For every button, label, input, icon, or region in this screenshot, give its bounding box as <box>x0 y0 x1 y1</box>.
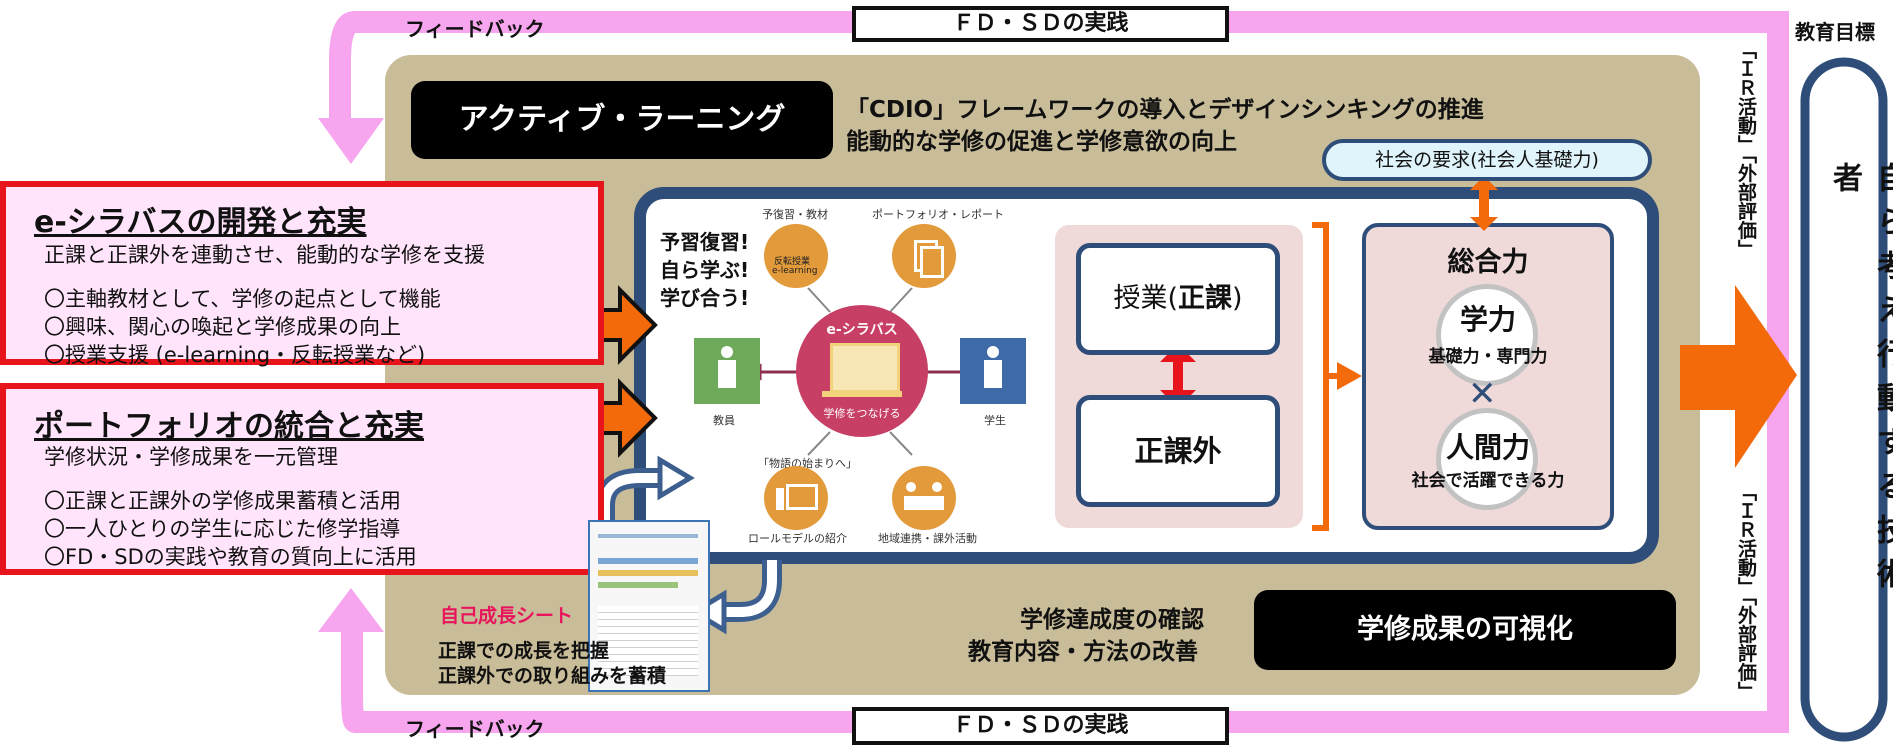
elearning-label: e-learning <box>772 266 818 276</box>
confirm-line1: 学修達成度の確認 <box>1020 607 1204 633</box>
slogan-line: 自ら学ぶ! <box>660 258 750 282</box>
syllabus-box: e-シラバスの開発と充実 正課と正課外を連動させ、能動的な学修を支援 〇主軸教材… <box>0 181 604 367</box>
slogan-line: 学び合う! <box>660 286 750 310</box>
regular-class-box: 授業(正課) <box>1076 243 1280 355</box>
extracurricular-box: 正課外 <box>1076 395 1280 507</box>
visualization-badge: 学修成果の可視化 <box>1254 590 1676 670</box>
portfolio-subtitle: 学修状況・学修成果を一元管理 <box>44 445 338 469</box>
society-requirement: 社会の要求(社会人基礎力) <box>1322 139 1652 181</box>
student-icon <box>960 338 1026 404</box>
ningen-sub: 社会で活躍できる力 <box>1411 471 1565 491</box>
regular-class-prefix: 授業( <box>1113 283 1178 314</box>
hub-title: e-シラバス <box>826 322 898 338</box>
regular-class-suffix: ) <box>1232 283 1243 314</box>
gakuryoku-circle <box>1436 284 1538 386</box>
syllabus-subtitle: 正課と正課外を連動させ、能動的な学修を支援 <box>44 243 485 267</box>
ir-label-top: 「ＩＲ活動」「外部評価」 <box>1735 40 1757 259</box>
goal-label: 教育目標 <box>1795 20 1875 44</box>
self-growth-line2: 正課外での取り組みを蓄積 <box>438 665 667 687</box>
portfolio-item: 〇FD・SDの実践や教育の質向上に活用 <box>44 545 417 569</box>
syllabus-item: 〇授業支援 (e-learning・反転授業など) <box>44 343 426 367</box>
laptop-icon <box>830 343 900 393</box>
caption-teacher: 教員 <box>713 414 735 427</box>
active-learning-badge: アクティブ・ラーニング <box>411 81 833 159</box>
bracket-arrow <box>1337 362 1362 390</box>
syllabus-item: 〇興味、関心の喚起と学修成果の向上 <box>44 315 401 339</box>
caption-story: 「物語の始まりへ」 <box>758 457 857 470</box>
self-growth-sheet-image <box>588 520 710 692</box>
gakuryoku-label: 学力 <box>1459 303 1516 336</box>
feedback-label-bottom: フィードバック <box>405 717 545 741</box>
ability-title: 総合力 <box>1447 247 1529 278</box>
self-growth-line1: 正課での成長を把握 <box>438 640 610 662</box>
caption-portfolio-report: ポートフォリオ・レポート <box>872 208 1004 221</box>
confirm-line2: 教育内容・方法の改善 <box>968 639 1198 665</box>
teacher-icon <box>694 338 760 404</box>
caption-student: 学生 <box>984 414 1006 427</box>
document-icon <box>892 224 956 288</box>
fdsd-label-bottom: ＦＤ・ＳＤの実践 <box>852 707 1229 745</box>
portfolio-item: 〇一人ひとりの学生に応じた修学指導 <box>44 517 401 541</box>
hub-caption: 学修をつなげる <box>823 407 901 420</box>
caption-prep: 予復習・教材 <box>762 208 828 221</box>
slogan-line: 予習復習! <box>660 230 750 254</box>
cross-icon: ✕ <box>1468 374 1497 414</box>
goal-arrow <box>1680 285 1797 468</box>
regular-class-bold: 正課 <box>1178 283 1232 314</box>
feedback-arrow-down <box>318 118 384 164</box>
syllabus-item: 〇主軸教材として、学修の起点として機能 <box>44 287 441 311</box>
syllabus-title: e-シラバスの開発と充実 <box>34 205 367 240</box>
feedback-label-top: フィードバック <box>405 17 545 41</box>
presentation-icon <box>764 466 828 530</box>
portfolio-item: 〇正課と正課外の学修成果蓄積と活用 <box>44 489 401 513</box>
e-syllabus-hub: e-シラバス 学修をつなげる <box>796 305 928 437</box>
caption-region: 地域連携・課外活動 <box>878 532 977 545</box>
portfolio-title: ポートフォリオの統合と充実 <box>34 409 424 444</box>
active-learning-line1: 「CDIO」フレームワークの導入とデザインシンキングの推進 <box>846 97 1484 123</box>
feedback-arrow-up <box>318 588 384 632</box>
flip-class-icon: 反転授業 e-learning <box>764 224 828 288</box>
gakuryoku-sub: 基礎力・専門力 <box>1428 347 1548 367</box>
goal-text: 自ら考え行動する技術者 <box>1827 162 1893 602</box>
portfolio-box: ポートフォリオの統合と充実 学修状況・学修成果を一元管理 〇正課と正課外の学修成… <box>0 383 604 575</box>
ningen-label: 人間力 <box>1445 431 1530 464</box>
ir-label-bottom: 「ＩＲ活動」「外部評価」 <box>1735 482 1757 701</box>
group-icon <box>892 466 956 530</box>
ningen-circle <box>1436 408 1538 510</box>
self-growth-label: 自己成長シート <box>440 605 574 627</box>
active-learning-line2: 能動的な学修の促進と学修意欲の向上 <box>846 129 1237 155</box>
caption-role-model: ロールモデルの紹介 <box>748 532 847 545</box>
fdsd-label-top: ＦＤ・ＳＤの実践 <box>852 6 1229 42</box>
flip-class-label: 反転授業 <box>774 257 811 267</box>
